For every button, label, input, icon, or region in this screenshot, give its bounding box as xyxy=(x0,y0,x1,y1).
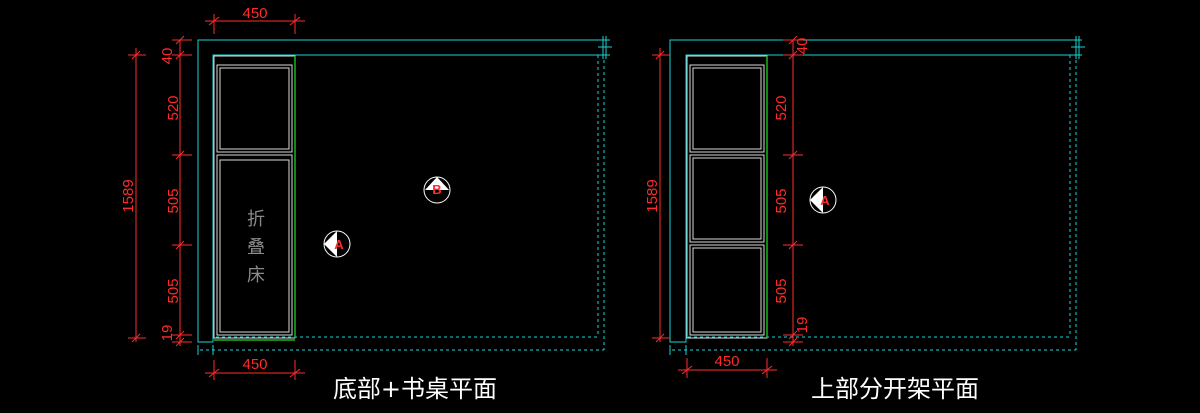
left-dim-40: 40 xyxy=(159,48,176,65)
bed-label-2: 叠 xyxy=(247,237,265,258)
bed-label-3: 床 xyxy=(247,265,265,286)
left-plan: 折 叠 床 450 450 1589 xyxy=(120,5,612,403)
right-room-boundary xyxy=(672,55,1077,351)
right-plan-title: 上部分开架平面 xyxy=(811,375,979,403)
left-dim-505a: 505 xyxy=(165,188,182,213)
right-bottom-width-dim xyxy=(678,358,777,378)
right-total-height-text: 1589 xyxy=(644,179,661,212)
left-cabinet xyxy=(213,55,296,339)
right-dim-19: 19 xyxy=(794,317,811,334)
right-plan: 450 1589 40 520 505 50 xyxy=(644,35,1085,403)
left-segment-dims xyxy=(172,35,192,347)
bed-label-1: 折 xyxy=(247,209,265,230)
right-dim-40: 40 xyxy=(794,38,811,55)
section-marker-b-label: B xyxy=(432,182,441,197)
right-wall xyxy=(669,39,1082,355)
left-wall xyxy=(197,39,610,355)
left-dim-520: 520 xyxy=(165,95,182,120)
right-shelf xyxy=(686,55,768,339)
left-top-width-text: 450 xyxy=(242,5,267,22)
left-total-height-text: 1589 xyxy=(120,179,137,212)
section-marker-a-label: A xyxy=(334,237,344,252)
left-dim-19: 19 xyxy=(159,325,176,342)
left-plan-title: 底部+书桌平面 xyxy=(333,375,497,403)
right-section-marker-a-label: A xyxy=(820,193,830,208)
section-marker-a-icon: A xyxy=(323,230,351,258)
left-wall-break-icon xyxy=(598,36,612,59)
left-room-boundary xyxy=(200,55,605,351)
right-bottom-width-text: 450 xyxy=(714,353,739,370)
right-dim-505b: 505 xyxy=(773,278,790,303)
left-total-height-dim xyxy=(128,48,146,343)
right-total-height-dim xyxy=(652,48,670,343)
section-marker-b-icon: B xyxy=(423,176,451,204)
right-segment-dims xyxy=(783,35,803,347)
right-dim-505a: 505 xyxy=(773,188,790,213)
right-wall-break-icon xyxy=(1071,36,1085,59)
right-dim-520: 520 xyxy=(773,95,790,120)
left-bottom-width-dim xyxy=(205,360,305,380)
left-top-width-dim xyxy=(205,14,305,34)
right-section-marker-a-icon: A xyxy=(809,186,837,214)
left-dim-505b: 505 xyxy=(165,278,182,303)
left-bottom-width-text: 450 xyxy=(242,356,267,373)
